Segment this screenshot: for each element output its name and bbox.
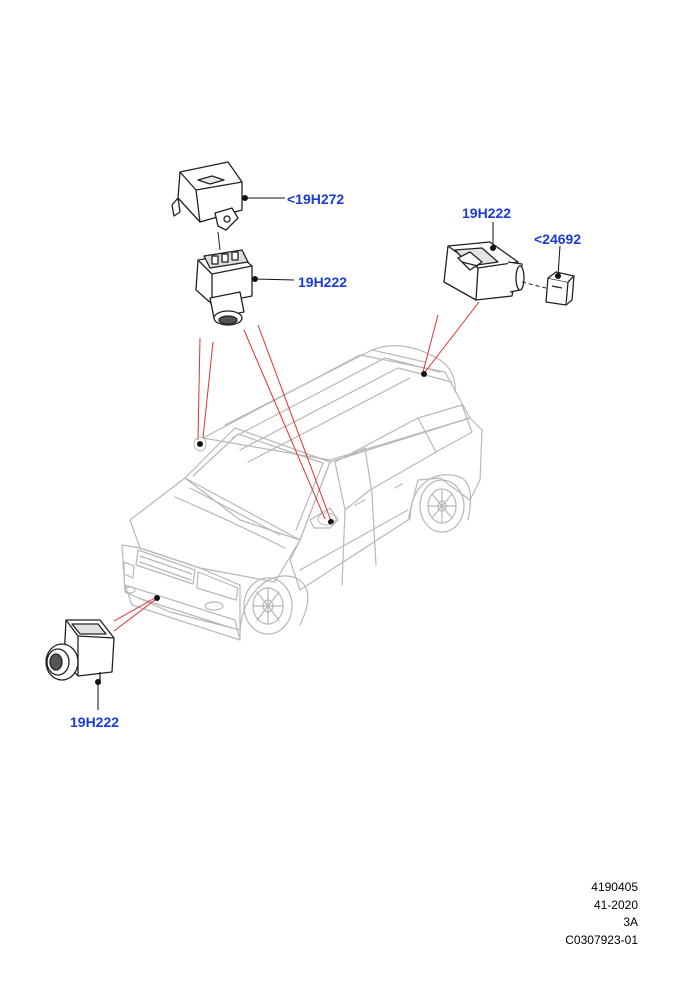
leader-lines — [113, 301, 480, 632]
clip-dash-line — [521, 281, 547, 289]
vehicle-outline — [121, 345, 483, 641]
rear-camera-module[interactable] — [443, 241, 525, 301]
camera-cover-bracket[interactable] — [171, 161, 243, 231]
date-code: 41-2020 — [593, 898, 638, 912]
callout-top-cover[interactable]: <19H272 — [287, 191, 345, 207]
callout-rear-clip[interactable]: <24692 — [534, 231, 582, 247]
rear-camera-clip[interactable] — [545, 271, 575, 306]
catalogue-code: C0307923-01 — [565, 933, 638, 947]
front-camera-module[interactable] — [45, 619, 115, 684]
callout-front-camera[interactable]: 19H222 — [70, 714, 120, 730]
illustration-number: 4190405 — [591, 880, 638, 894]
revision-code: 3A — [623, 915, 638, 929]
location-markers — [193, 436, 337, 526]
callout-rear-camera[interactable]: 19H222 — [462, 205, 512, 221]
top-camera-module[interactable] — [195, 249, 253, 326]
cover-link-line — [217, 231, 221, 251]
callout-top-camera[interactable]: 19H222 — [298, 274, 348, 290]
